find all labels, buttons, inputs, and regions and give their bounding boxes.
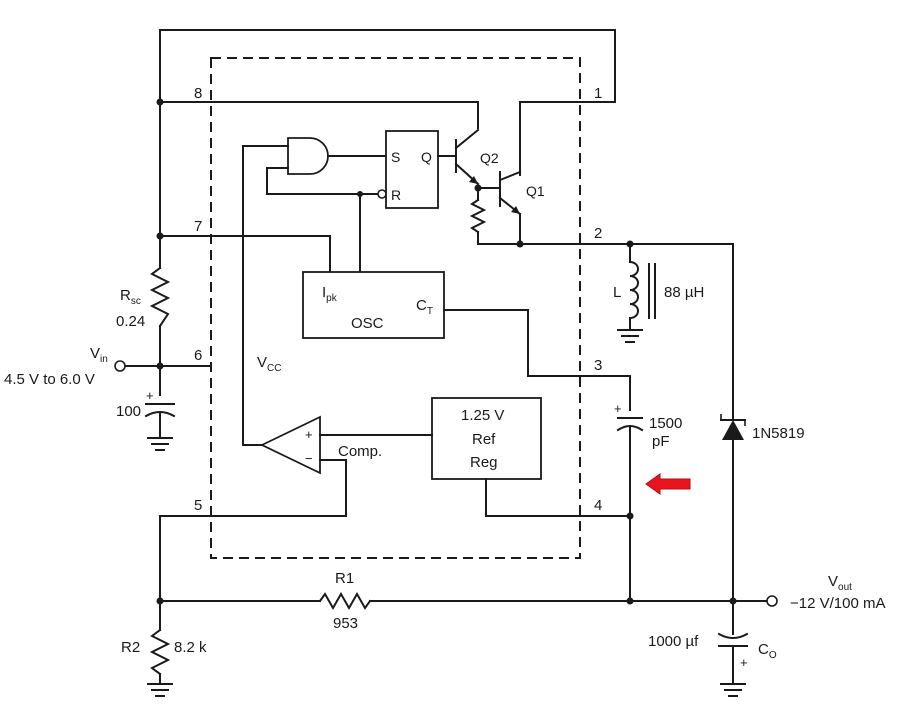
rsc-resistor — [149, 266, 171, 328]
inductor-label: L — [613, 284, 621, 301]
pin-3: 3 — [594, 357, 602, 374]
ground-icon — [147, 683, 173, 697]
r1-label: R1 — [335, 570, 354, 587]
r2-value: 8.2 k — [174, 639, 207, 656]
q2-label: Q2 — [480, 150, 499, 166]
ref-to-pin4-wire — [485, 478, 631, 517]
flipflop-box — [385, 130, 439, 209]
comparator — [259, 415, 321, 475]
vin-range: 4.5 V to 6.0 V — [4, 371, 95, 388]
pin8-wire — [159, 101, 479, 129]
q1-collector — [498, 170, 522, 182]
vin-terminal[interactable] — [114, 360, 126, 372]
q1-emitter-arrow — [511, 206, 520, 214]
junction-r — [357, 191, 363, 197]
cin-value: 100 — [116, 403, 141, 420]
vout-terminal[interactable] — [766, 595, 778, 607]
inductor-value: 88 µH — [664, 284, 704, 301]
osc-box — [302, 271, 445, 339]
comp-label: Comp. — [338, 443, 382, 460]
left-arrow-icon — [645, 473, 691, 495]
ground-icon — [720, 683, 746, 697]
ground-icon — [617, 329, 643, 343]
r2-label: R2 — [121, 639, 140, 656]
int-resistor-lead-bottom — [477, 231, 521, 245]
inductor-coil — [628, 260, 639, 320]
rsc-label: Rsc — [120, 287, 141, 307]
schottky-hook — [720, 414, 746, 426]
pin-1: 1 — [594, 85, 602, 102]
ref-line2: Ref — [472, 431, 496, 448]
and-in1-wire — [242, 145, 289, 446]
vout-value: −12 V/100 mA — [790, 595, 885, 612]
junction-ct-out — [626, 597, 634, 605]
r1-value: 953 — [333, 615, 358, 632]
r-inverter-bubble — [377, 189, 387, 199]
diode-body — [722, 420, 744, 440]
vout-label: Vout — [828, 573, 852, 593]
osc-label: OSC — [351, 315, 384, 332]
cin-polarity: + — [146, 388, 154, 403]
co-plate-top — [717, 632, 749, 639]
pin-2: 2 — [594, 225, 602, 242]
junction-pin4 — [626, 512, 634, 520]
and-gate — [287, 137, 329, 175]
pin-6: 6 — [194, 347, 202, 364]
q2-collector — [454, 128, 480, 150]
ic-outline — [210, 57, 581, 559]
ct-wire — [443, 309, 631, 411]
ff-q-label: Q — [421, 149, 432, 165]
ct-polarity: + — [614, 401, 622, 416]
pin-8: 8 — [194, 85, 202, 102]
pin1-loop-wire — [159, 29, 616, 103]
vin-label: Vin — [90, 345, 108, 365]
ground-icon — [147, 437, 173, 451]
vcc-label: VCC — [257, 354, 281, 374]
comp-plus: + — [305, 427, 313, 442]
comp-minus-wire — [159, 459, 347, 517]
ref-line3: Reg — [470, 454, 498, 471]
pin-4: 4 — [594, 497, 602, 514]
pin7-wire — [159, 235, 331, 273]
osc-ipk-label: Ipk — [322, 284, 338, 304]
r1-resistor — [318, 591, 372, 611]
comp-minus: − — [305, 451, 313, 466]
and-in2-wire — [266, 167, 379, 195]
diode-label: 1N5819 — [752, 425, 805, 442]
ref-line1: 1.25 V — [461, 407, 504, 424]
ct-value2: pF — [652, 433, 670, 450]
q2-emitter-arrow — [469, 176, 478, 184]
co-polarity: + — [740, 655, 748, 670]
q1-label: Q1 — [526, 183, 545, 199]
ff-s-label: S — [391, 149, 400, 165]
r2-resistor — [149, 628, 171, 676]
co-label: CO — [758, 641, 777, 661]
co-value: 1000 µf — [648, 633, 699, 650]
rsc-value: 0.24 — [116, 313, 145, 330]
internal-resistor — [469, 198, 487, 234]
osc-ct-label: CT — [416, 297, 433, 317]
ff-r-label: R — [391, 187, 401, 203]
ct-value1: 1500 — [649, 415, 682, 432]
pin-5: 5 — [194, 497, 202, 514]
pin-7: 7 — [194, 218, 202, 235]
